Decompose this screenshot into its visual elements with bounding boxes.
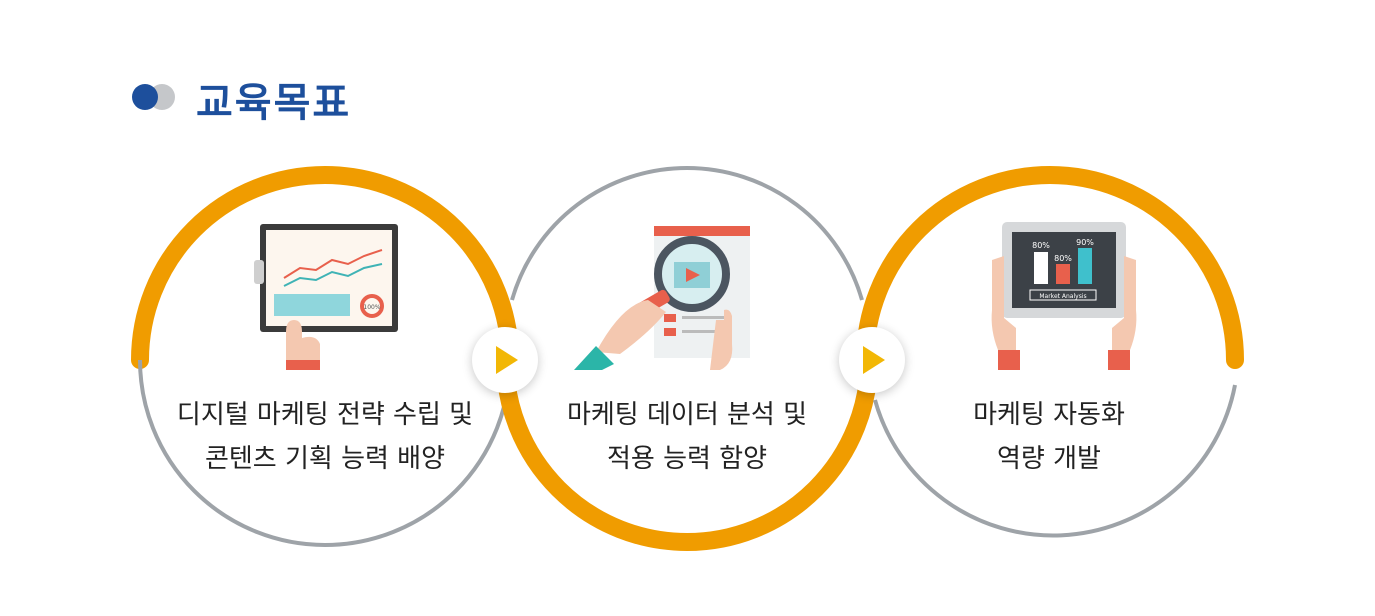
ring-1-top — [131, 166, 519, 369]
step-3-line-1: 마케팅 자동화 — [973, 400, 1125, 430]
step-1-caption: 디지털 마케팅 전략 수립 및 콘텐츠 기획 능력 배양 — [135, 393, 515, 481]
section-title: 교육목표 — [196, 80, 352, 126]
step-3-caption: 마케팅 자동화 역량 개발 — [859, 393, 1239, 481]
ring-1-bottom — [138, 359, 512, 547]
double-dot-icon-front — [132, 84, 158, 110]
svg-text:100%: 100% — [363, 304, 380, 311]
svg-text:80%: 80% — [1032, 241, 1050, 250]
arrow-right-icon — [472, 327, 538, 393]
tablet-bar-chart-icon: 80% 80% 90% Market Analysis — [991, 222, 1137, 370]
step-2-line-1: 마케팅 데이터 분석 및 — [566, 400, 808, 430]
step-1-line-1: 디지털 마케팅 전략 수립 및 — [176, 400, 474, 430]
svg-text:Market Analysis: Market Analysis — [1039, 293, 1086, 300]
arrow-right-icon — [839, 327, 905, 393]
svg-text:80%: 80% — [1054, 254, 1072, 263]
ring-3-bottom — [873, 384, 1237, 538]
magnifier-analysis-icon — [574, 226, 750, 370]
clipboard-chart-icon: 100% — [254, 224, 398, 370]
step-1-line-2: 콘텐츠 기획 능력 배양 — [204, 444, 446, 474]
step-2-line-2: 적용 능력 함양 — [606, 444, 768, 474]
svg-text:90%: 90% — [1076, 238, 1094, 247]
step-2-caption: 마케팅 데이터 분석 및 적용 능력 함양 — [497, 393, 877, 481]
ring-3-top — [856, 166, 1244, 369]
step-3-line-2: 역량 개발 — [997, 444, 1101, 474]
ring-2-top — [510, 165, 864, 301]
ring-2-bottom — [496, 351, 878, 551]
